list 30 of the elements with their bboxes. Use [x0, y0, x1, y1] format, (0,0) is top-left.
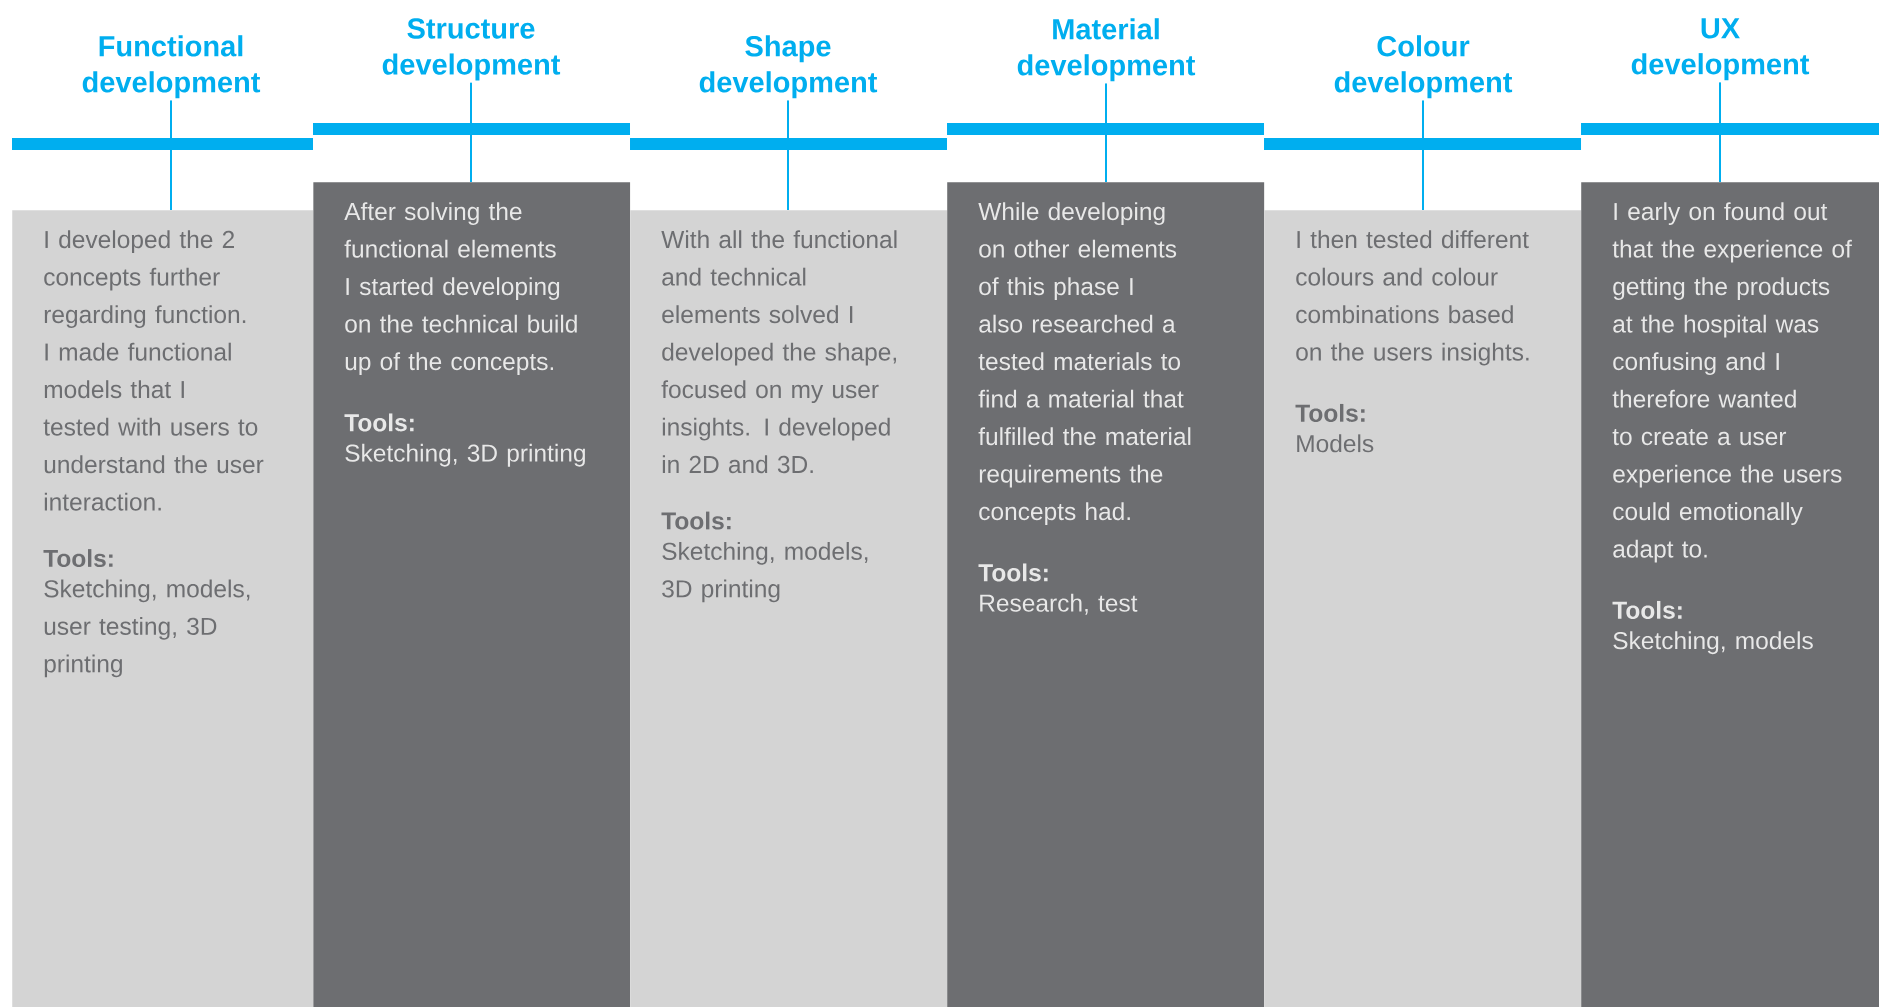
tools-list: Sketching, models, 3D printing: [662, 542, 868, 603]
tick-line: [170, 99, 172, 211]
description-text: I early on found out that the experience of getting the products at the hospital was confusing and I therefore wanted to create a user experience the users could emotionally adapt to.: [1612, 202, 1852, 563]
description-text: After solving the functional elements I started developing on the technical build up of the concepts.: [344, 202, 577, 376]
column-heading: Material development: [1017, 18, 1196, 82]
tick-line: [1105, 82, 1107, 183]
description-text: I developed the 2 concepts further regarding function. I made functional models that I tested with users to understand the user interaction.: [43, 230, 264, 511]
description-text: With all the functional and technical elements solved I developed the shape, focused on my user insights. I developed in 2D and 3D.: [661, 230, 897, 474]
tick-line: [1422, 99, 1424, 211]
tick-line: [787, 99, 789, 211]
tools-heading: Tools:: [978, 563, 1048, 582]
column-heading: Functional development: [82, 35, 261, 99]
description-text: While developing on other elements of this phase I also researched a tested materials to find a material that fulfilled the material requirements the concepts had.: [978, 202, 1191, 526]
tools-list: Sketching, models, user testing, 3D printing: [44, 579, 250, 678]
column-heading: Colour development: [1334, 35, 1513, 99]
tools-heading: Tools:: [344, 413, 414, 432]
tools-heading: Tools:: [43, 549, 113, 568]
tools-heading: Tools:: [661, 511, 731, 530]
column-heading: Shape development: [699, 35, 878, 99]
column-heading: UX development: [1631, 18, 1810, 81]
tools-list: Sketching, models: [1613, 631, 1813, 655]
column-heading: Structure development: [382, 18, 561, 81]
tools-list: Research, test: [980, 593, 1138, 615]
tools-list: Sketching, 3D printing: [345, 443, 585, 467]
tools-heading: Tools:: [1295, 403, 1365, 422]
tick-line: [470, 81, 472, 183]
tools-list: Models: [1297, 434, 1374, 453]
tools-heading: Tools:: [1612, 600, 1682, 619]
description-text: I then tested different colours and colour combinations based on the users insights.: [1296, 230, 1529, 366]
tick-line: [1719, 81, 1721, 183]
